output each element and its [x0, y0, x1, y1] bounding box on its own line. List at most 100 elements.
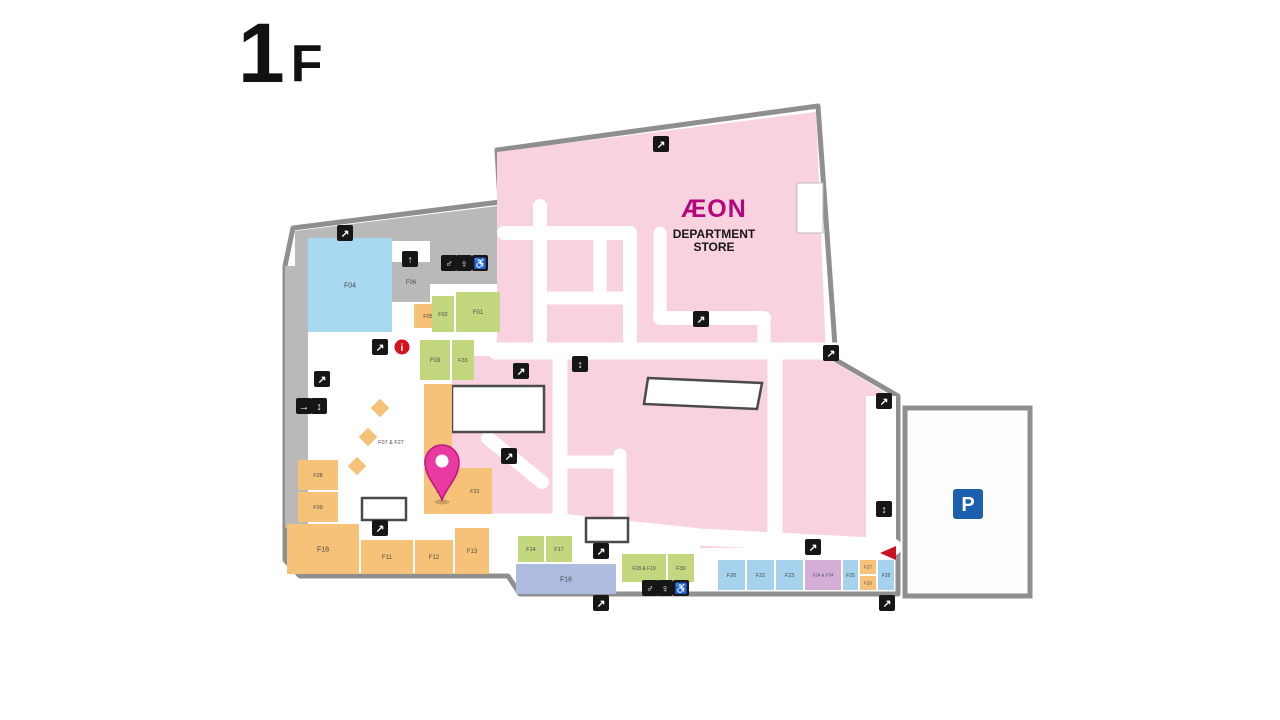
elevator-icon: ↕	[572, 356, 588, 372]
escalator-icon: ↗	[879, 595, 895, 611]
store-label: F18 & F19	[632, 566, 656, 572]
escalator-icon: ↗	[876, 393, 892, 409]
svg-text:↗: ↗	[376, 342, 385, 354]
store-F29[interactable]	[878, 560, 894, 590]
store-label: F14	[526, 547, 535, 553]
store-label: F01	[473, 310, 484, 316]
escalator-icon: ↗	[593, 595, 609, 611]
store-label: F05	[423, 314, 432, 320]
store-label: F17	[554, 547, 563, 553]
store-label: F28	[313, 473, 322, 479]
svg-text:♂: ♂	[445, 258, 453, 270]
kiosk-block[interactable]	[358, 427, 378, 447]
store-F31[interactable]	[458, 468, 492, 514]
exit-icon: →	[296, 398, 312, 414]
store-F01[interactable]	[456, 292, 500, 332]
store-label: F22	[756, 573, 765, 579]
svg-text:♀: ♀	[661, 583, 669, 595]
svg-text:↗: ↗	[318, 374, 327, 386]
service-notch	[796, 182, 824, 234]
store-F11[interactable]	[361, 540, 413, 574]
toilet-women-icon: ♀	[456, 255, 472, 271]
store-F28[interactable]	[298, 460, 338, 490]
store-F25[interactable]	[843, 560, 858, 590]
accessible-icon: ♿	[472, 255, 488, 271]
store-label: F03	[430, 358, 441, 364]
stair-well	[584, 516, 630, 544]
floor-number: 1	[238, 6, 285, 100]
svg-text:↗: ↗	[517, 366, 526, 378]
store-F23[interactable]	[776, 560, 803, 590]
store-F09[interactable]	[298, 492, 338, 522]
store-label: F11	[382, 555, 393, 561]
svg-text:→: →	[299, 401, 310, 413]
store-F13[interactable]	[455, 528, 489, 574]
accessible-icon: ♿	[673, 580, 689, 596]
kiosk-block[interactable]	[347, 456, 367, 476]
svg-text:♿: ♿	[473, 257, 486, 270]
store-F28[interactable]	[860, 576, 876, 590]
svg-text:↗: ↗	[883, 598, 892, 610]
store-label: F13	[467, 549, 478, 555]
stair-well	[360, 496, 408, 522]
store-label: F20	[727, 573, 736, 579]
svg-text:↗: ↗	[597, 598, 606, 610]
toilet-men-icon: ♂	[642, 580, 658, 596]
store-F20[interactable]	[718, 560, 745, 590]
svg-text:↗: ↗	[827, 348, 836, 360]
info-icon: i	[394, 339, 410, 355]
escalator-icon: ↗	[513, 363, 529, 379]
store-label: F29	[882, 573, 891, 579]
store-F18[interactable]	[287, 524, 359, 574]
kiosk-block[interactable]	[370, 398, 390, 418]
store-F22[interactable]	[747, 560, 774, 590]
icons-layer: ↗↗↑♂♀♿↗i↗→↕↗↕↗↗↗↕↗↗↗↗♂♀♿↗↗	[296, 136, 895, 611]
elevator-icon: ↕	[311, 398, 327, 414]
elevator-icon: ↕	[876, 501, 892, 517]
store-F30[interactable]	[668, 554, 694, 582]
aeon-dept-line1: DEPARTMENT	[673, 227, 756, 241]
escalator-icon: ↗	[805, 539, 821, 555]
stair-well	[642, 376, 764, 411]
svg-text:i: i	[401, 342, 404, 354]
svg-text:♀: ♀	[460, 258, 468, 270]
parking-label: P	[961, 494, 974, 516]
stair-well	[450, 384, 546, 434]
svg-text:↕: ↕	[316, 401, 321, 413]
store-F24 & F34[interactable]	[805, 560, 841, 590]
stair-wells	[360, 376, 764, 544]
store-F14[interactable]	[518, 536, 544, 562]
store-label: F31	[470, 489, 479, 495]
store-F16[interactable]	[516, 564, 616, 594]
parking-badge: P	[953, 489, 983, 519]
store-label: F25	[846, 573, 855, 579]
kiosk-group-label: F07 & F27	[378, 440, 404, 446]
store-F27[interactable]	[860, 560, 876, 574]
svg-text:♿: ♿	[674, 582, 687, 595]
kiosk-layer	[347, 398, 390, 476]
store-F17[interactable]	[546, 536, 572, 562]
store-F18 & F19[interactable]	[622, 554, 666, 582]
store-F04[interactable]	[308, 238, 392, 332]
toilet-women-icon: ♀	[657, 580, 673, 596]
svg-text:↗: ↗	[505, 451, 514, 463]
parking-icon	[953, 489, 983, 519]
svg-text:♂: ♂	[646, 583, 654, 595]
escalator-icon: ↗	[593, 543, 609, 559]
svg-text:↗: ↗	[697, 314, 706, 326]
store-label: F23	[785, 573, 794, 579]
store-F03[interactable]	[420, 340, 450, 380]
store-F12[interactable]	[415, 540, 453, 574]
corridor-bottom-walkway	[351, 513, 902, 556]
store-F33[interactable]	[452, 340, 474, 380]
store-label: F12	[429, 555, 440, 561]
location-pin[interactable]	[424, 444, 460, 505]
store-label: F24 & F34	[812, 573, 834, 578]
svg-text:↕: ↕	[577, 359, 582, 371]
escalator-icon: ↗	[372, 520, 388, 536]
store-F02[interactable]	[432, 296, 454, 332]
escalator-icon: ↗	[693, 311, 709, 327]
escalator-icon: ↗	[337, 225, 353, 241]
pin-body	[424, 444, 460, 503]
store-F06[interactable]	[392, 262, 430, 302]
